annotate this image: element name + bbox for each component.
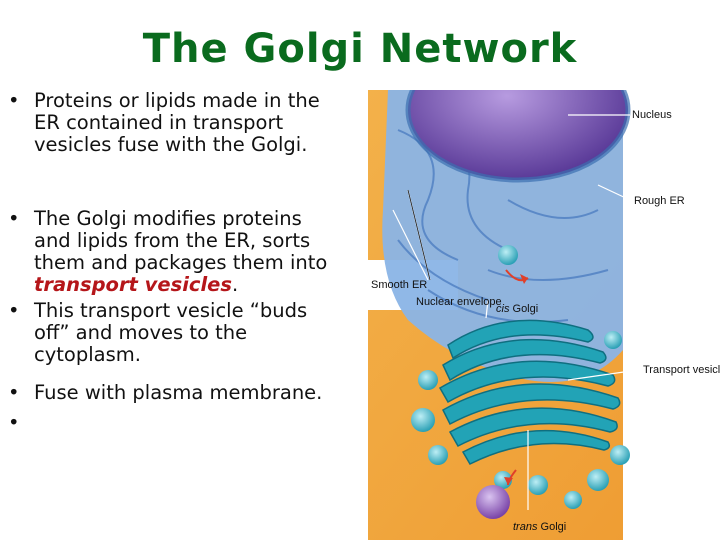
emphasis-tail: . xyxy=(231,273,239,296)
bullet-line: The Golgi modifies proteins xyxy=(34,207,302,230)
bullet-line: This transport vesicle “buds xyxy=(34,299,308,322)
label-smooth-er: Smooth ER xyxy=(371,279,427,291)
bullet-marker: • xyxy=(8,411,20,434)
bullet-line: transport vesicles. xyxy=(34,274,368,296)
arrowheads xyxy=(504,274,528,485)
bullet-marker: • xyxy=(8,381,20,404)
bullet-marker: • xyxy=(8,89,20,112)
label-nuclear-envelope: Nuclear envelope xyxy=(416,296,502,308)
bullet-line: them and packages them into xyxy=(34,251,328,274)
label-trans-golgi: trans Golgi xyxy=(513,521,566,533)
label-cis-golgi-italic: cis xyxy=(496,303,510,315)
golgi-stack xyxy=(438,319,621,465)
label-cis-golgi: cis Golgi xyxy=(496,303,538,315)
label-cis-golgi-rest: Golgi xyxy=(509,303,538,315)
bullet-marker: • xyxy=(8,299,20,322)
nuclear-envelope-leader xyxy=(407,189,431,281)
golgi-diagram: Nucleus Rough ER Smooth ER Nuclear envel… xyxy=(368,37,720,540)
slide-title: The Golgi Network xyxy=(142,26,578,72)
bullet-line: and lipids from the ER, sorts xyxy=(34,229,311,252)
golgi-vesicles xyxy=(411,245,630,509)
label-trans-golgi-rest: Golgi xyxy=(537,521,566,533)
bullet-line: ER contained in transport xyxy=(34,111,284,134)
emphasis-text: transport vesicles xyxy=(34,273,232,296)
bullet-line: Fuse with plasma membrane. xyxy=(34,381,323,404)
label-trans-golgi-italic: trans xyxy=(513,521,538,533)
golgi-illustration: Nucleus Rough ER Smooth ER Nuclear envel… xyxy=(368,37,720,540)
bullet-line: Proteins or lipids made in the xyxy=(34,89,320,112)
label-margin xyxy=(623,90,720,540)
bullet-line: cytoplasm. xyxy=(34,343,141,366)
bullet-line: off” and moves to the xyxy=(34,321,248,344)
label-rough-er: Rough ER xyxy=(634,195,685,207)
bullet-line: vesicles fuse with the Golgi. xyxy=(34,133,308,156)
label-transport-vesicle: Transport vesicle xyxy=(643,364,720,376)
transport-vesicle-shape xyxy=(476,485,510,519)
label-nucleus: Nucleus xyxy=(632,109,672,121)
bullet-marker: • xyxy=(8,207,20,230)
